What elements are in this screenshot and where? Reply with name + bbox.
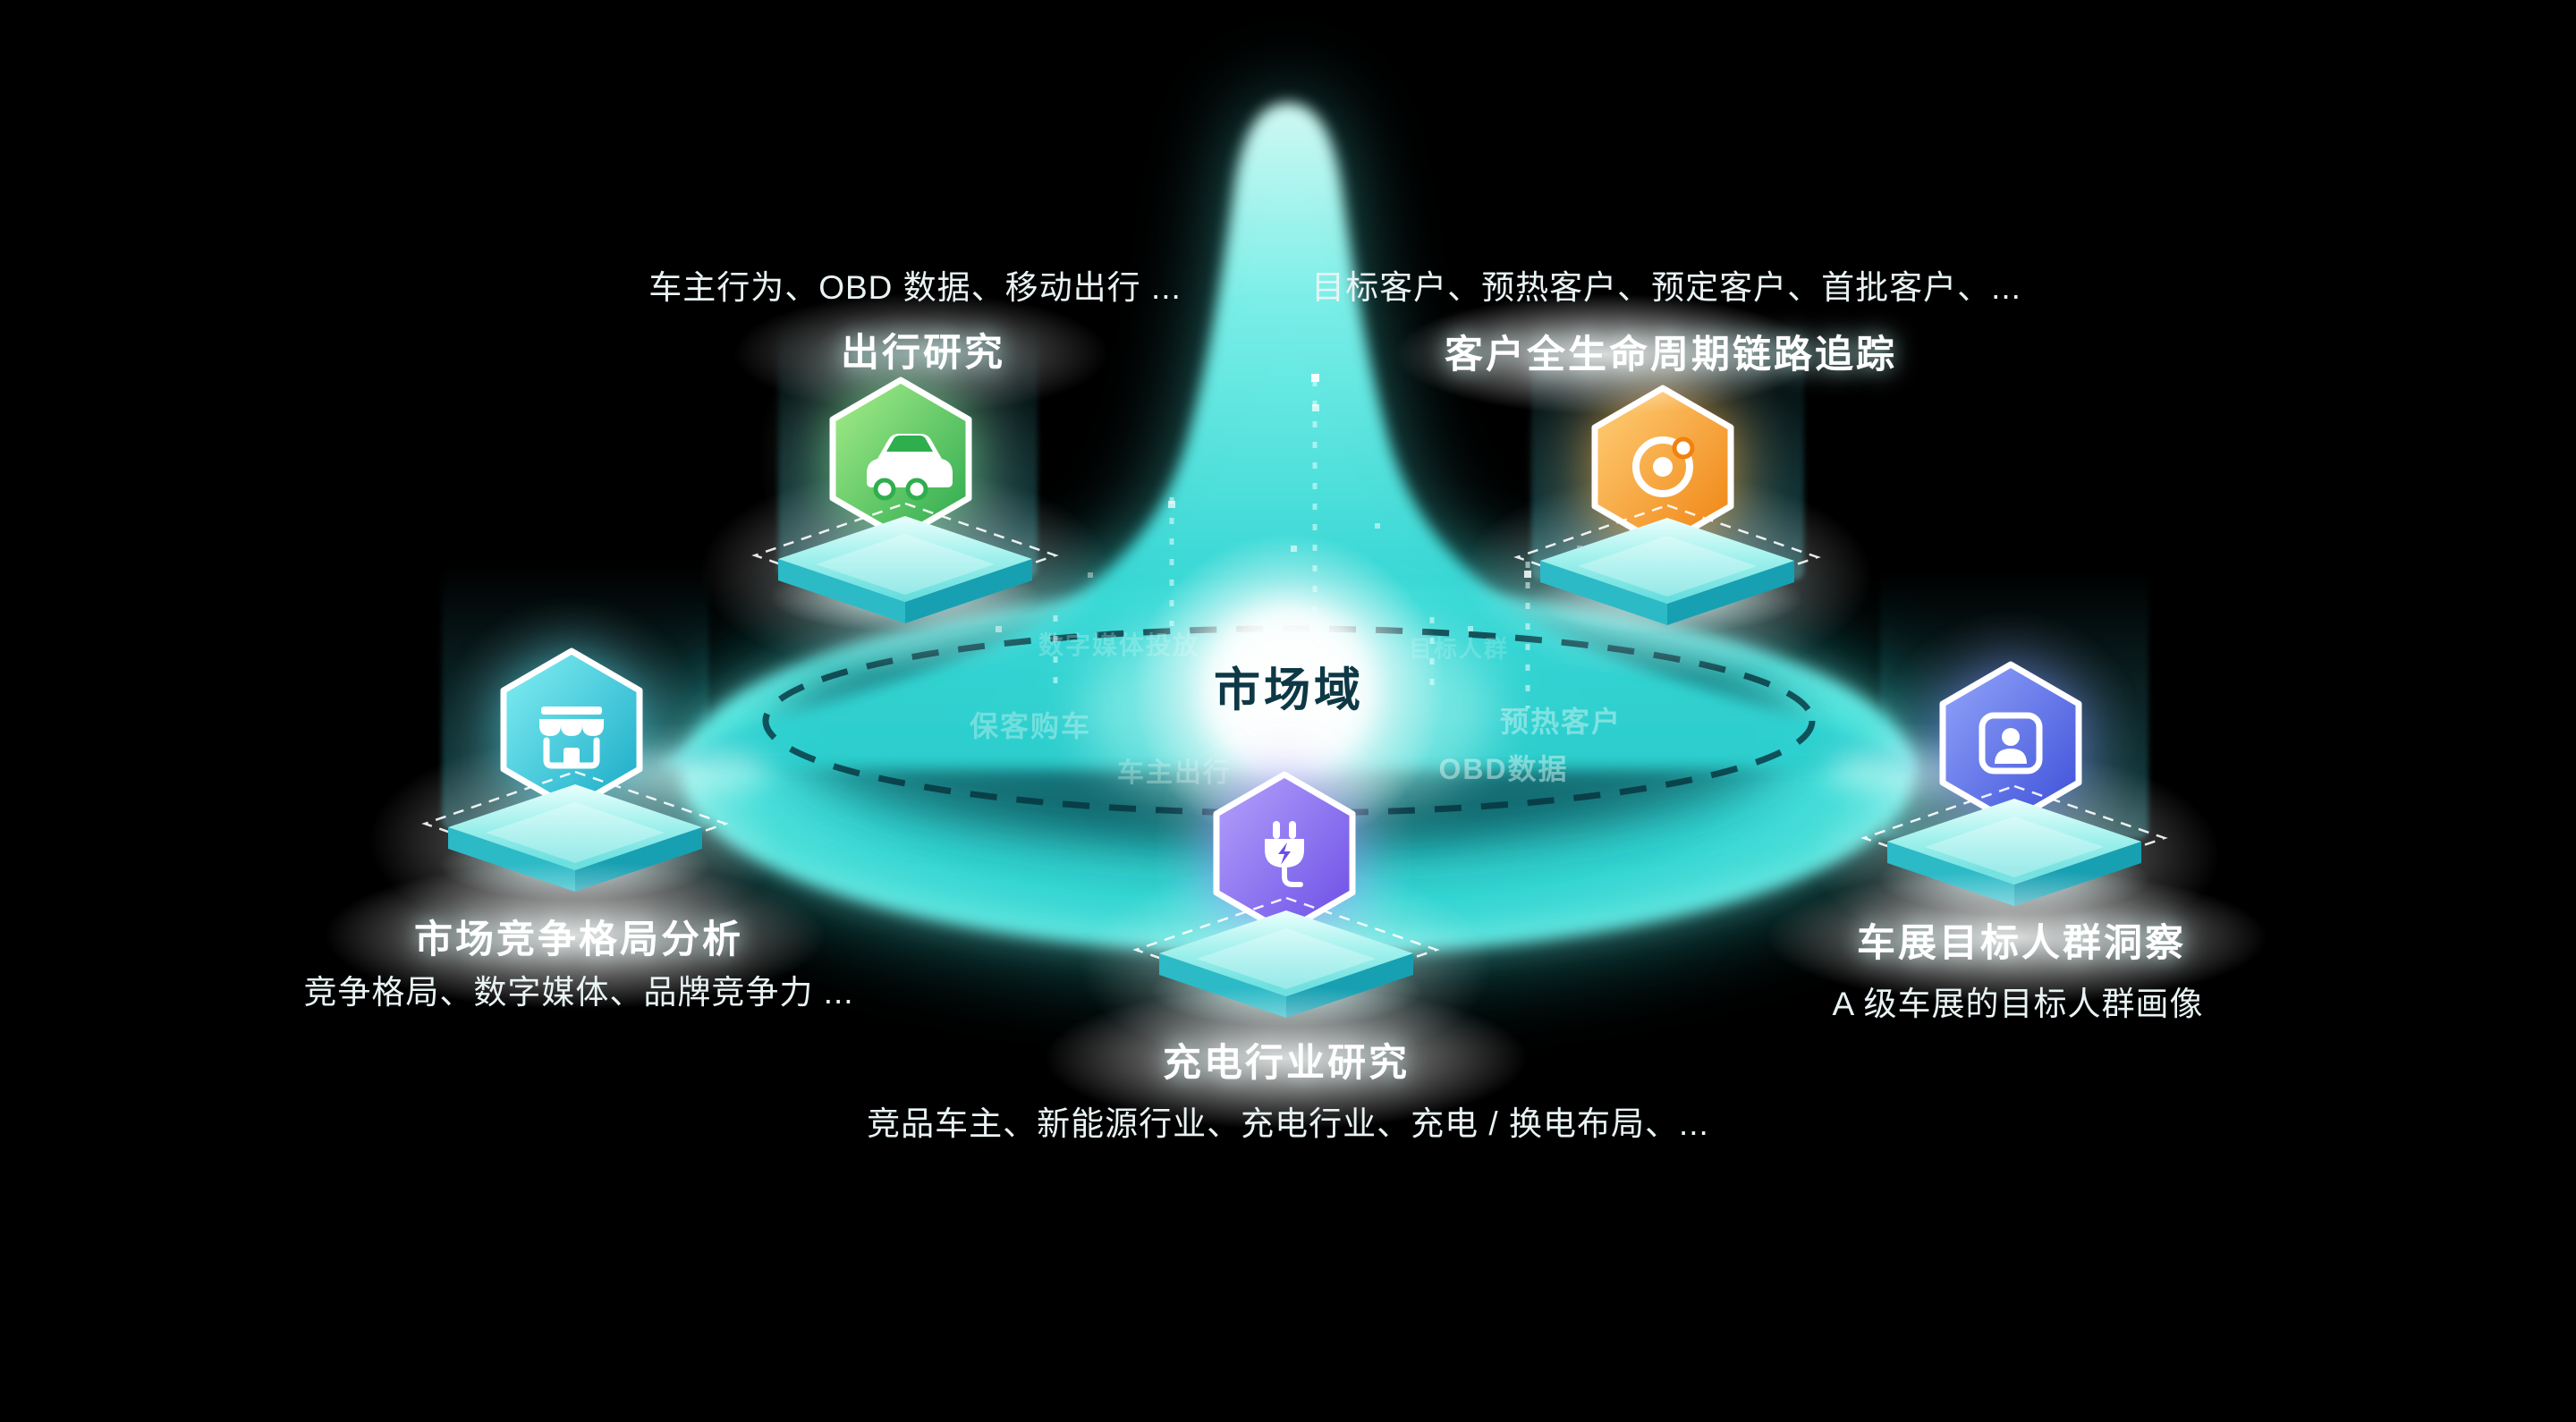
node-caption: 车主行为、OBD 数据、移动出行 ... [648,269,1182,306]
node-caption: 竞争格局、数字媒体、品牌竞争力 ... [303,974,854,1011]
storefront-icon [539,707,604,769]
node-title: 出行研究 [841,332,1005,375]
car-icon [867,434,953,501]
glow-peak [662,103,1914,769]
charging-hexagon [1213,771,1356,935]
orbit-icon [1632,436,1695,497]
node-title: 充电行业研究 [1163,1042,1410,1085]
node-caption: A 级车展的目标人群画像 [1832,986,2204,1022]
node-caption: 竞品车主、新能源行业、充电行业、充电 / 换电布局、... [867,1105,1709,1142]
center-glow-core [1207,608,1371,773]
ghost-label: 目标人群 [1408,635,1510,663]
ghost-label: 保客购车 [969,710,1092,742]
center-label: 市场域 [1213,664,1365,717]
node-caption: 目标客户、预热客户、预定客户、首批客户、... [1311,269,2021,306]
ghost-label: OBD数据 [1438,753,1569,785]
node-title: 车展目标人群洞察 [1857,922,2186,965]
node-title: 客户全生命周期链路追踪 [1445,334,1897,377]
platform-base [751,502,1059,632]
platform-base [1513,504,1821,634]
ghost-label: 车主出行 [1117,750,1232,790]
ghost-label: 预热客户 [1499,706,1623,738]
competition-hexagon [500,648,643,812]
plug-icon [1265,821,1304,887]
person-card-icon [1979,712,2043,774]
node-title: 市场竞争格局分析 [414,918,743,961]
